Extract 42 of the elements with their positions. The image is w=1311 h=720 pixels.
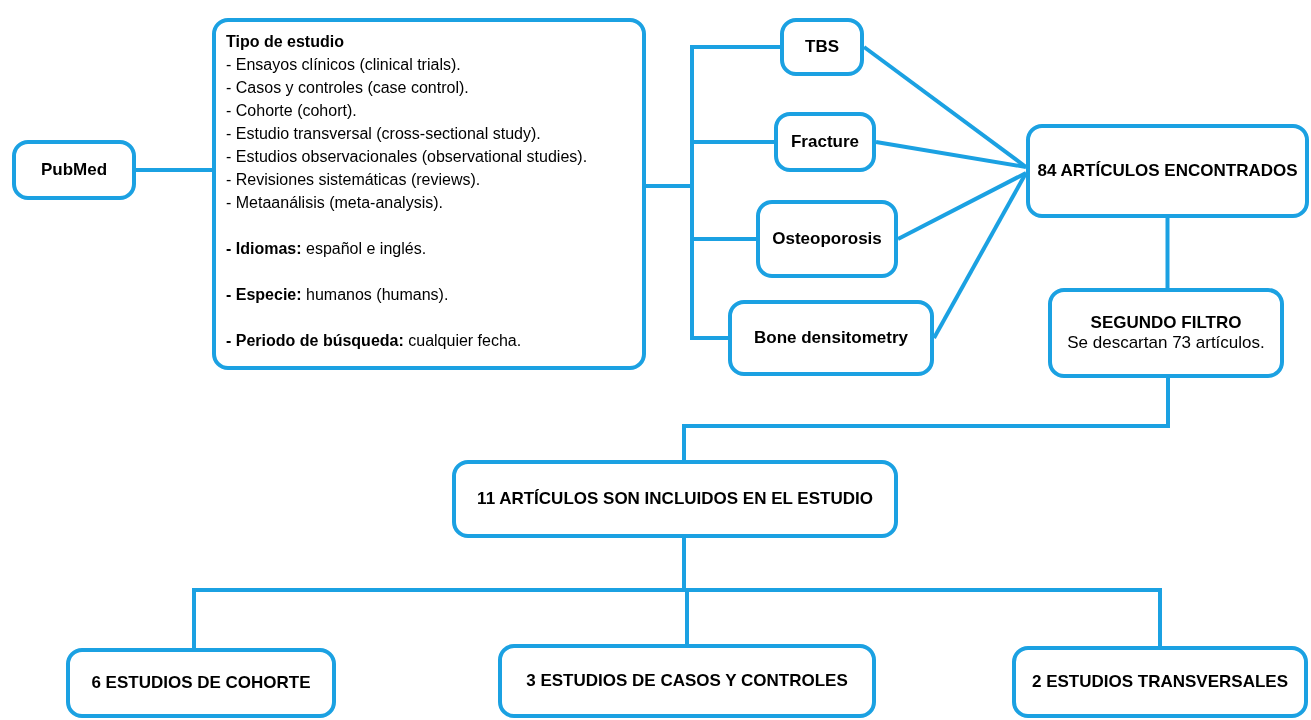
process-box bbox=[452, 460, 898, 538]
box-label: 2 ESTUDIOS TRANSVERSALES bbox=[1032, 671, 1288, 693]
process-box bbox=[12, 140, 136, 200]
connector-line bbox=[897, 171, 1027, 241]
list-item: - Idiomas: español e inglés. bbox=[226, 239, 427, 259]
list-item: - Periodo de búsqueda: cualquier fecha. bbox=[226, 331, 522, 351]
criteria-box bbox=[212, 18, 646, 370]
connector-line bbox=[932, 172, 1028, 339]
process-box bbox=[1012, 646, 1308, 718]
connector-line bbox=[1165, 218, 1170, 288]
process-box bbox=[774, 112, 876, 172]
list-item: - Casos y controles (case control). bbox=[226, 78, 469, 98]
box-label: Bone densitometry bbox=[754, 327, 908, 349]
box-title: SEGUNDO FILTRO bbox=[1090, 312, 1242, 333]
list-item: - Cohorte (cohort). bbox=[226, 101, 357, 121]
box-label: Osteoporosis bbox=[772, 228, 882, 250]
connector-line bbox=[136, 168, 212, 172]
box-label: 11 ARTÍCULOS SON INCLUIDOS EN EL ESTUDIO bbox=[477, 488, 873, 510]
box-note: Se descartan 73 artículos. bbox=[1067, 333, 1265, 354]
box-label: Fracture bbox=[791, 131, 859, 153]
connector-line bbox=[875, 140, 1027, 169]
section-heading: Tipo de estudio bbox=[226, 32, 344, 52]
box-label: 3 ESTUDIOS DE CASOS Y CONTROLES bbox=[526, 670, 848, 692]
connector-line bbox=[682, 378, 1170, 460]
process-box bbox=[756, 200, 898, 278]
process-box bbox=[780, 18, 864, 76]
list-item: - Estudio transversal (cross-sectional study). bbox=[226, 124, 541, 144]
list-item: - Metaanálisis (meta-analysis). bbox=[226, 193, 443, 213]
process-box bbox=[498, 644, 876, 718]
process-box bbox=[1026, 124, 1309, 218]
process-box bbox=[66, 648, 336, 718]
list-item: - Estudios observacionales (observational studies). bbox=[226, 147, 588, 167]
process-box bbox=[1048, 288, 1284, 378]
list-item: - Revisiones sistemáticas (reviews). bbox=[226, 170, 481, 190]
box-label: 84 ARTÍCULOS ENCONTRADOS bbox=[1037, 160, 1298, 182]
box-label: 6 ESTUDIOS DE COHORTE bbox=[91, 672, 311, 694]
box-label: TBS bbox=[805, 36, 839, 58]
list-item: - Ensayos clínicos (clinical trials). bbox=[226, 55, 461, 75]
process-box bbox=[728, 300, 934, 376]
list-item: - Especie: humanos (humans). bbox=[226, 285, 449, 305]
connector-line bbox=[646, 184, 728, 340]
box-label: PubMed bbox=[40, 159, 108, 181]
